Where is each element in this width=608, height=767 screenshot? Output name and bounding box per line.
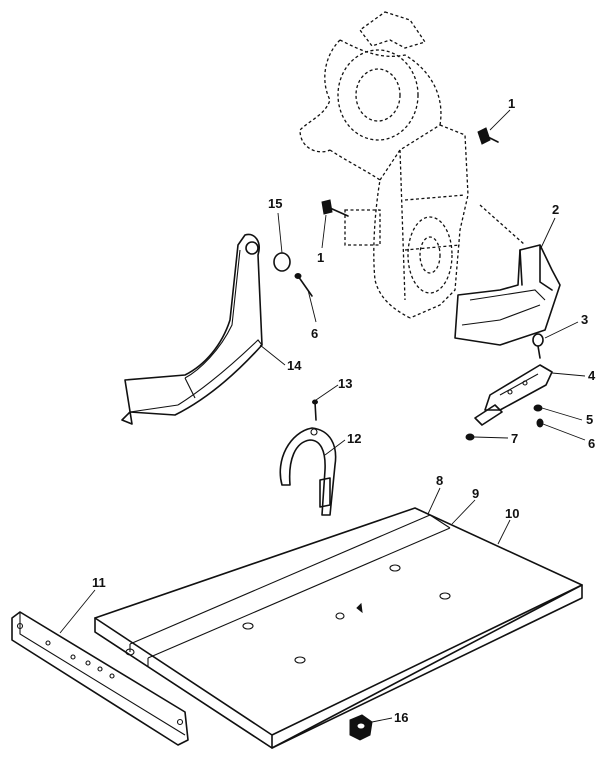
bolt-part-3: [532, 333, 544, 359]
rail-part-11: [11, 611, 189, 746]
callout-3: 3: [581, 312, 588, 327]
callout-8: 8: [436, 473, 443, 488]
screw-part-13: [312, 399, 318, 421]
nut-part-5: [533, 404, 543, 412]
washer-part-15: [273, 252, 291, 272]
table-insert-strip-part-8: [129, 514, 451, 666]
callout-11: 11: [92, 575, 106, 590]
callout-14: 14: [287, 358, 302, 373]
knob-part-16: [349, 714, 373, 741]
bracket-part-12: [279, 427, 337, 516]
callout-13: 13: [338, 376, 352, 391]
callout-5: 5: [586, 412, 593, 427]
callout-6-right: 6: [588, 436, 595, 451]
screw-part-6-right: [536, 418, 544, 428]
leader-lines: [59, 109, 586, 723]
bolt-part-1-upper: [477, 127, 499, 145]
motor-housing-phantom: [299, 11, 526, 319]
callout-4: 4: [588, 368, 596, 383]
callout-9: 9: [472, 486, 479, 501]
callout-16: 16: [394, 710, 408, 725]
callout-10: 10: [505, 506, 519, 521]
callout-15: 15: [268, 196, 282, 211]
bracket-part-2: [454, 244, 561, 346]
washer-part-7: [465, 433, 475, 441]
screw-part-6-left: [294, 273, 313, 297]
callout-labels: 1 1 2 3 4 5 6 6 7 8 9 10 11 12 13 14 15 …: [92, 96, 596, 725]
callout-12: 12: [347, 431, 361, 446]
table-edge-line-part-9: [429, 514, 451, 529]
callout-1-upper: 1: [508, 96, 515, 111]
link-bar-part-4: [474, 364, 553, 426]
table-board-part-10: [94, 507, 583, 749]
bolt-part-1-lower: [321, 199, 349, 217]
callout-1-lower: 1: [317, 250, 324, 265]
callout-6-left: 6: [311, 326, 318, 341]
blade-guard-part-14: [121, 233, 263, 425]
callout-2: 2: [552, 202, 559, 217]
callout-7: 7: [511, 431, 518, 446]
